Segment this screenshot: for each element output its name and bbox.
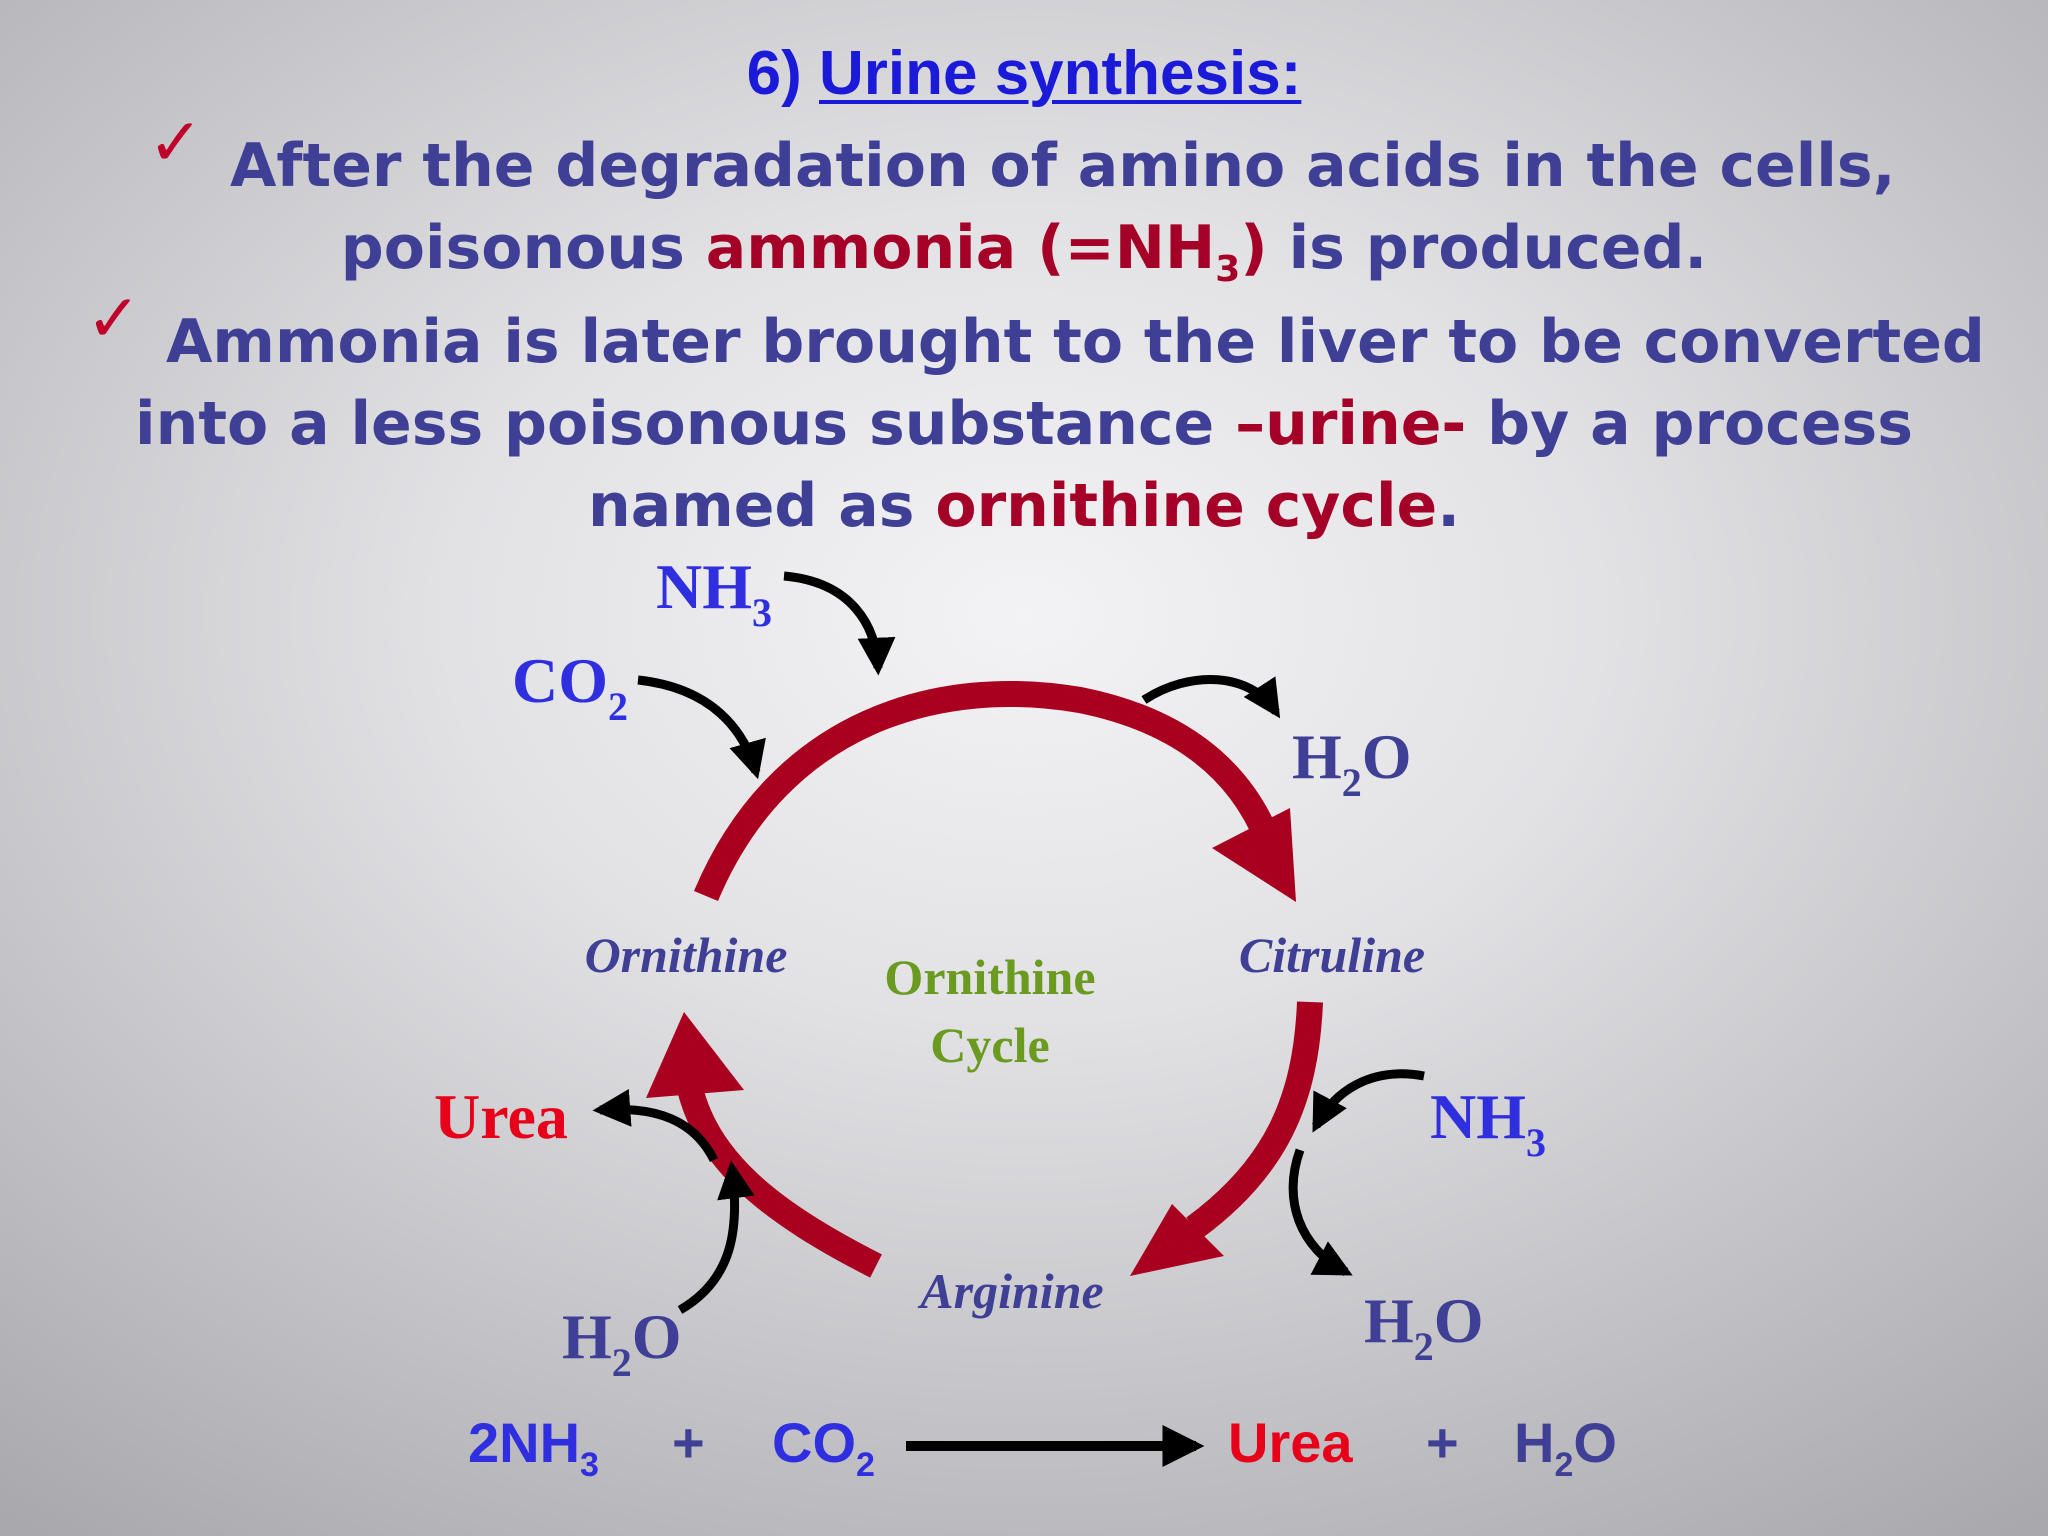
h2o-bottom-left-label: H2O: [562, 1301, 682, 1385]
bullet-2-line-3: named as ornithine cycle.: [0, 466, 2048, 546]
nh3-right-label: NH3: [1430, 1081, 1546, 1165]
co2-in-arrow: [637, 675, 766, 780]
cycle-arrow-citruline-to-arginine: [1186, 1001, 1323, 1239]
bullet-2-text-post: by a process: [1466, 389, 1913, 459]
cycle-arrowhead-ornithine: [646, 1012, 744, 1098]
title-text: Urine synthesis:: [818, 39, 1302, 108]
cycle-arrowhead-arginine: [1130, 1204, 1224, 1276]
bullet-2-line3-post: .: [1437, 471, 1460, 541]
bullet-2-line-2: into a less poisonous substance –urine- …: [0, 384, 2048, 464]
cycle-arrowhead-citruline: [1212, 808, 1296, 902]
overall-equation: 2NH3 + CO2 Urea + H2O: [468, 1411, 1617, 1484]
urea-out-arrow: [592, 1089, 719, 1163]
ammonia-subscript: 3: [1215, 249, 1241, 290]
bullet-2-text-pre: into a less poisonous substance: [135, 389, 1236, 459]
equation-product-2: H2O: [1514, 1411, 1617, 1484]
ammonia-highlight: ammonia (=NH3): [705, 213, 1268, 290]
urea-label: Urea: [434, 1081, 568, 1152]
h2o-left-in-arrow: [677, 1160, 755, 1314]
ammonia-close-paren: ): [1240, 213, 1268, 283]
bullet-2-line3-pre: named as: [588, 471, 936, 541]
urine-highlight: –urine-: [1235, 389, 1467, 459]
nh3-top-in-arrow: [783, 571, 896, 676]
node-citruline: Citruline: [1239, 927, 1425, 983]
h2o-top-right-label: H2O: [1292, 721, 1412, 805]
checkmark-icon: ✓: [148, 104, 204, 181]
equation-reactant-2: CO2: [772, 1411, 875, 1484]
h2o-right-out-arrow: [1288, 1148, 1353, 1276]
bullet-1-text-post: is produced.: [1267, 213, 1708, 283]
h2o-top-out-arrow: [1141, 675, 1281, 719]
slide-title: 6) Urine synthesis:: [0, 36, 2048, 112]
node-arginine: Arginine: [917, 1263, 1103, 1319]
nh3-top-label: NH3: [656, 551, 772, 635]
h2o-bottom-right-label: H2O: [1364, 1285, 1484, 1369]
equation-reactant-1: 2NH3: [468, 1411, 599, 1484]
title-number: 6): [746, 39, 802, 108]
side-arrows: [592, 571, 1425, 1467]
cycle-arrow-arginine-to-ornithine: [675, 1077, 882, 1278]
equation-plus-2: +: [1426, 1411, 1459, 1474]
nh3-right-in-arrow: [1312, 1069, 1425, 1133]
bullet-1-line-1: After the degradation of amino acids in …: [230, 131, 1896, 201]
ornithine-cycle-highlight: ornithine cycle: [935, 471, 1438, 541]
bullet-1-line-2: poisonous ammonia (=NH3) is produced.: [0, 208, 2048, 310]
equation-plus-1: +: [672, 1411, 705, 1474]
equation-product-1: Urea: [1228, 1411, 1353, 1474]
checkmark-icon: ✓: [86, 280, 142, 357]
cycle-arrow-ornithine-to-citruline: [694, 680, 1281, 902]
cycle-center-line-2: Cycle: [930, 1017, 1049, 1073]
bullet-2-line-1: Ammonia is later brought to the liver to…: [166, 307, 1985, 377]
co2-label: CO2: [512, 645, 628, 729]
bullet-1-text-pre: poisonous: [340, 213, 706, 283]
node-ornithine: Ornithine: [585, 927, 788, 983]
cycle-center-line-1: Ornithine: [884, 949, 1095, 1005]
ammonia-text: ammonia (=NH: [705, 213, 1216, 283]
